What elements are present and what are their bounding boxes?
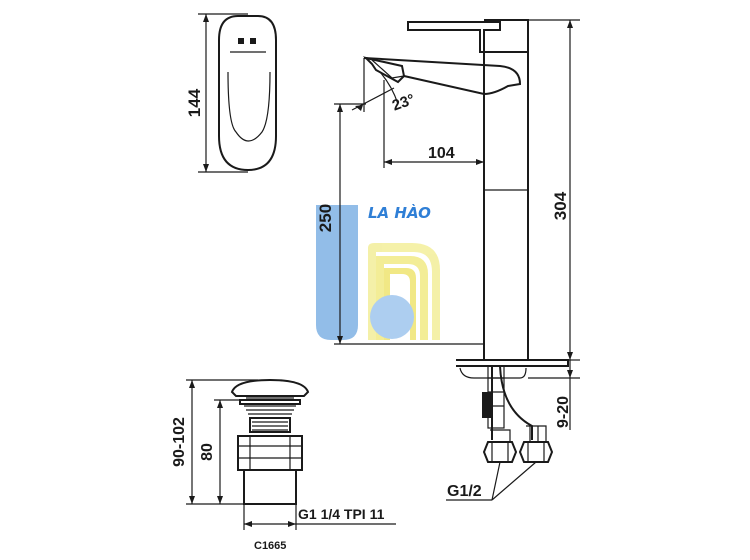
- dim-drain-thread: G1 1/4 TPI 11: [298, 506, 385, 522]
- drain-side-view: [186, 378, 396, 530]
- dim-handle-height: 144: [185, 88, 204, 117]
- watermark-text: LA HÀO: [368, 203, 431, 222]
- dim-spout-height: 250: [316, 204, 335, 232]
- dim-drain-height-range: 90-102: [171, 417, 188, 467]
- drain-model-label: C1665: [254, 540, 286, 552]
- watermark-logo: [316, 205, 440, 340]
- dim-total-height: 304: [551, 191, 570, 220]
- logo-blue-bar: [316, 205, 358, 340]
- dim-inlet-thread: G1/2: [447, 483, 482, 500]
- dim-drain-body-height: 80: [199, 443, 216, 461]
- handle-top-view: [198, 13, 277, 173]
- dim-deck-thickness: 9-20: [555, 396, 572, 428]
- dim-spout-angle: 23°: [390, 91, 417, 115]
- logo-blue-circle: [370, 295, 414, 339]
- dim-spout-reach: 104: [428, 145, 455, 162]
- faucet-side-view: [334, 19, 580, 501]
